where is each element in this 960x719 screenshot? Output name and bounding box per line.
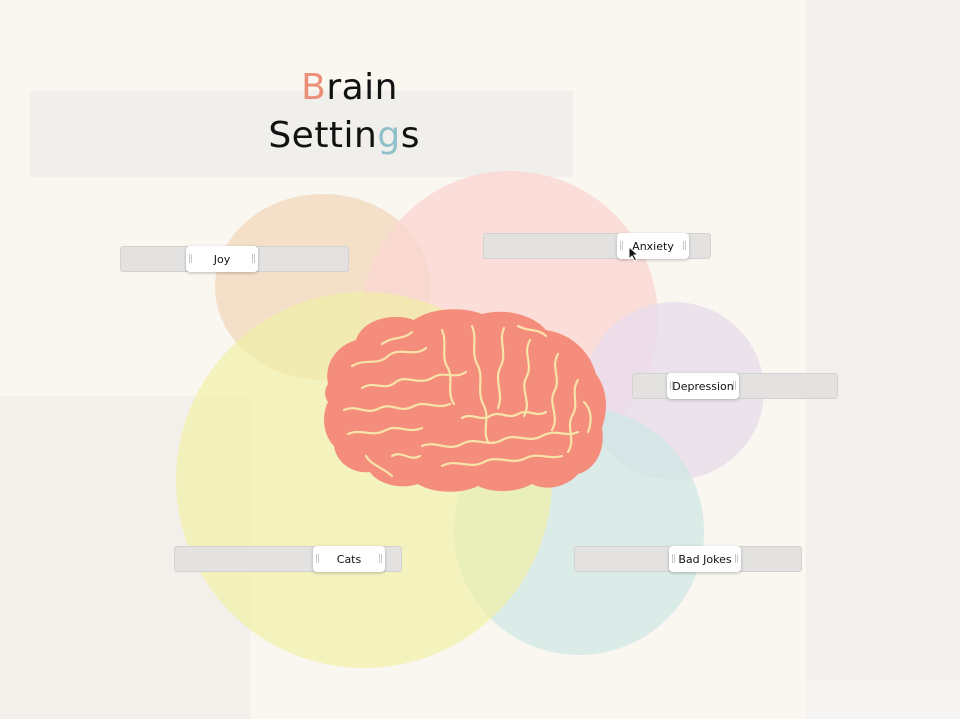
cats-label: Cats <box>336 552 362 566</box>
grip-icon <box>379 554 382 563</box>
title-band <box>30 91 573 177</box>
bad-jokes-slider[interactable]: Bad Jokes <box>574 546 802 572</box>
brain-illustration <box>324 309 606 492</box>
joy-slider-thumb[interactable]: Joy <box>186 246 258 272</box>
bad-jokes-slider-thumb[interactable]: Bad Jokes <box>669 546 741 572</box>
grip-icon <box>189 254 192 263</box>
page-title: Brain Settings <box>240 64 420 160</box>
grip-icon <box>620 241 623 250</box>
title-line-2: Settings <box>240 112 420 160</box>
background-panel-right <box>806 0 960 719</box>
joy-label: Joy <box>213 252 231 266</box>
joy-slider[interactable]: Joy <box>120 246 349 272</box>
title-start-2: Settin <box>268 115 378 156</box>
title-accent-g: g <box>377 115 401 156</box>
grip-icon <box>735 554 738 563</box>
anxiety-label: Anxiety <box>632 239 674 253</box>
background-panel-lower-right <box>806 680 960 719</box>
bad-jokes-label: Bad Jokes <box>678 552 732 566</box>
cats-slider[interactable]: Cats <box>174 546 402 572</box>
title-end-2: s <box>400 115 420 156</box>
anxiety-slider[interactable]: Anxiety <box>483 233 711 259</box>
grip-icon <box>683 241 686 250</box>
title-line-1: Brain <box>240 64 420 112</box>
title-rest-1: rain <box>326 67 398 108</box>
grip-icon <box>672 554 675 563</box>
depression-label: Depression <box>672 379 734 393</box>
depression-slider[interactable]: Depression <box>632 373 838 399</box>
grip-icon <box>670 381 673 390</box>
cats-slider-thumb[interactable]: Cats <box>313 546 385 572</box>
title-accent-b: B <box>301 67 327 108</box>
grip-icon <box>316 554 319 563</box>
mouse-pointer-icon <box>628 246 640 262</box>
depression-slider-thumb[interactable]: Depression <box>667 373 739 399</box>
grip-icon <box>252 254 255 263</box>
grip-icon <box>733 381 736 390</box>
